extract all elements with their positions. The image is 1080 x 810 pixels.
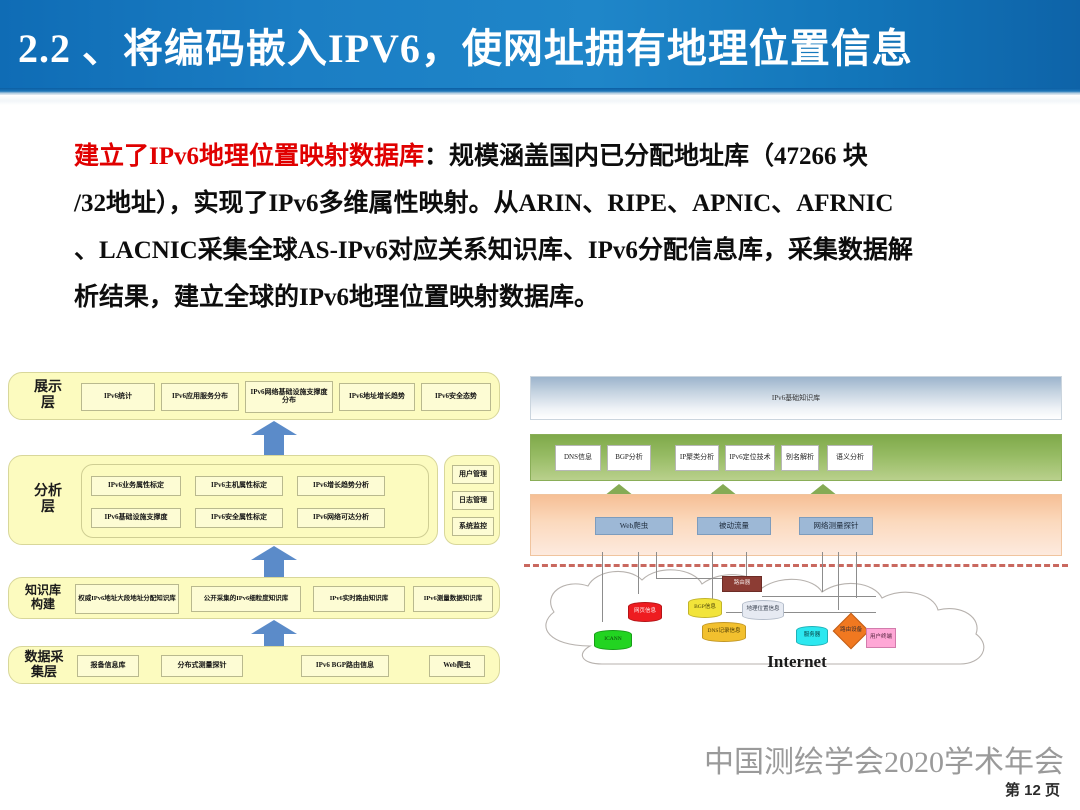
kb-title-bar: IPv6基础知识库 (530, 376, 1062, 420)
cloud-node-server: 服务器 (796, 626, 828, 646)
internet-label: Internet (767, 652, 827, 671)
layer-collection: 数据采集层 报备信息库 分布式测量探针 IPv6 BGP路由信息 Web爬虫 (8, 646, 500, 684)
body-line-2: 、LACNIC采集全球AS-IPv6对应关系知识库、IPv6分配信息库，采集数据… (74, 237, 913, 264)
admin-side-panel: 用户管理 日志管理 系统监控 (444, 455, 500, 545)
side-panel-item-2: 系统监控 (452, 517, 494, 536)
page-title: 2.2 、将编码嵌入IPV6，使网址拥有地理位置信息 (18, 26, 913, 71)
presentation-item-1: IPv6应用服务分布 (161, 383, 239, 411)
cloud-node-webinfo: 网页信息 (628, 602, 662, 622)
cloud-node-routing-device-label: 路由设备 (839, 627, 863, 634)
analysis-band: DNS信息 BGP分析 IP聚类分析 IPv6定位技术 别名解析 语义分析 (530, 434, 1062, 481)
cloud-node-router: 路由器 (722, 576, 762, 592)
analysis-item-4: IPv6安全属性标定 (195, 508, 283, 528)
collect-box-2: 网络测量探针 (799, 517, 873, 535)
arrow-up-analysis (251, 546, 297, 580)
cloud-connector (656, 552, 657, 578)
system-diagram: IPv6基础知识库 DNS信息 BGP分析 IP聚类分析 IPv6定位技术 别名… (520, 372, 1072, 684)
side-panel-item-0: 用户管理 (452, 465, 494, 484)
layer-analysis-label: 分析层 (34, 483, 62, 515)
analysis-box-5: 语义分析 (827, 445, 873, 471)
cloud-node-icann: ICANN (594, 630, 632, 650)
footer-organization: 中国测绘学会2020学术年会 (704, 746, 1064, 779)
presentation-item-0: IPv6统计 (81, 383, 155, 411)
cloud-connector (838, 552, 839, 610)
layer-knowledge-label: 知识库构建 (24, 583, 61, 611)
cloud-connector (856, 552, 857, 598)
cloud-node-dns: DNS记录信息 (702, 622, 746, 642)
header-divider (0, 88, 1080, 95)
body-paragraph: 建立了IPv6地理位置映射数据库：规模涵盖国内已分配地址库（47266 块 /3… (74, 133, 1002, 321)
analysis-box-2: IP聚类分析 (675, 445, 719, 471)
boundary-dash-line (524, 564, 1068, 567)
cloud-node-user-terminal: 用户终端 (866, 628, 896, 648)
collection-item-2: IPv6 BGP路由信息 (301, 655, 389, 677)
cloud-connector-h (656, 578, 746, 579)
analysis-item-0: IPv6业务属性标定 (91, 476, 181, 496)
collect-box-0: Web爬虫 (595, 517, 673, 535)
analysis-box-1: BGP分析 (607, 445, 651, 471)
cloud-node-geoinfo: 地理位置信息 (742, 600, 784, 620)
layer-presentation-label: 展示层 (34, 379, 62, 411)
knowledge-item-2: IPv6实时路由知识库 (313, 586, 405, 612)
collection-item-0: 报备信息库 (77, 655, 139, 677)
architecture-diagram: 展示层 IPv6统计 IPv6应用服务分布 IPv6网络基础设施支撑度分布 IP… (8, 372, 500, 684)
layer-knowledge: 知识库构建 权威IPv6地址大段地址分配知识库 公开采集的IPv6细粒度知识库 … (8, 577, 500, 619)
body-lead: 建立了IPv6地理位置映射数据库 (74, 143, 425, 170)
analysis-box-3: IPv6定位技术 (725, 445, 775, 471)
side-panel-item-1: 日志管理 (452, 491, 494, 510)
collection-item-3: Web爬虫 (429, 655, 485, 677)
analysis-box-0: DNS信息 (555, 445, 601, 471)
analysis-item-1: IPv6主机属性标定 (195, 476, 283, 496)
cloud-connector (638, 552, 639, 594)
layer-collection-label: 数据采集层 (24, 649, 64, 679)
cloud-connector-h (726, 612, 876, 613)
knowledge-item-3: IPv6测量数据知识库 (413, 586, 493, 612)
header-divider-highlight (0, 95, 1080, 105)
layer-analysis: 分析层 IPv6业务属性标定 IPv6主机属性标定 IPv6增长趋势分析 IPv… (8, 455, 438, 545)
analysis-item-2: IPv6增长趋势分析 (297, 476, 385, 496)
knowledge-item-1: 公开采集的IPv6细粒度知识库 (191, 586, 301, 612)
presentation-item-3: IPv6地址增长趋势 (339, 383, 415, 411)
analysis-item-5: IPv6网络可达分析 (297, 508, 385, 528)
collection-item-1: 分布式测量探针 (161, 655, 243, 677)
collection-band: Web爬虫 被动流量 网络测量探针 (530, 494, 1062, 556)
presentation-item-2: IPv6网络基础设施支撑度分布 (245, 381, 333, 413)
cloud-connector (822, 552, 823, 592)
layer-presentation: 展示层 IPv6统计 IPv6应用服务分布 IPv6网络基础设施支撑度分布 IP… (8, 372, 500, 420)
internet-cloud: 路由器 网页信息 ICANN BGP信息 DNS记录信息 地理位置信息 服务器 … (530, 552, 1064, 684)
analysis-box-4: 别名解析 (781, 445, 819, 471)
cloud-node-bgp: BGP信息 (688, 598, 722, 618)
slide-header: 2.2 、将编码嵌入IPV6，使网址拥有地理位置信息 (0, 0, 1080, 88)
analysis-item-3: IPv6基础设施支撑度 (91, 508, 181, 528)
footer-page-number: 第 12 页 (1004, 782, 1060, 799)
cloud-connector (746, 552, 747, 578)
knowledge-item-0: 权威IPv6地址大段地址分配知识库 (75, 584, 179, 614)
cloud-connector-h (762, 596, 876, 597)
body-line-3: 析结果，建立全球的IPv6地理位置映射数据库。 (74, 284, 600, 311)
arrow-up-presentation (251, 421, 297, 455)
body-line-1: /32地址），实现了IPv6多维属性映射。从ARIN、RIPE、APNIC、AF… (74, 190, 894, 217)
body-line-0: ：规模涵盖国内已分配地址库（47266 块 (424, 143, 868, 170)
collect-box-1: 被动流量 (697, 517, 771, 535)
presentation-item-4: IPv6安全态势 (421, 383, 491, 411)
cloud-connector (602, 552, 603, 622)
